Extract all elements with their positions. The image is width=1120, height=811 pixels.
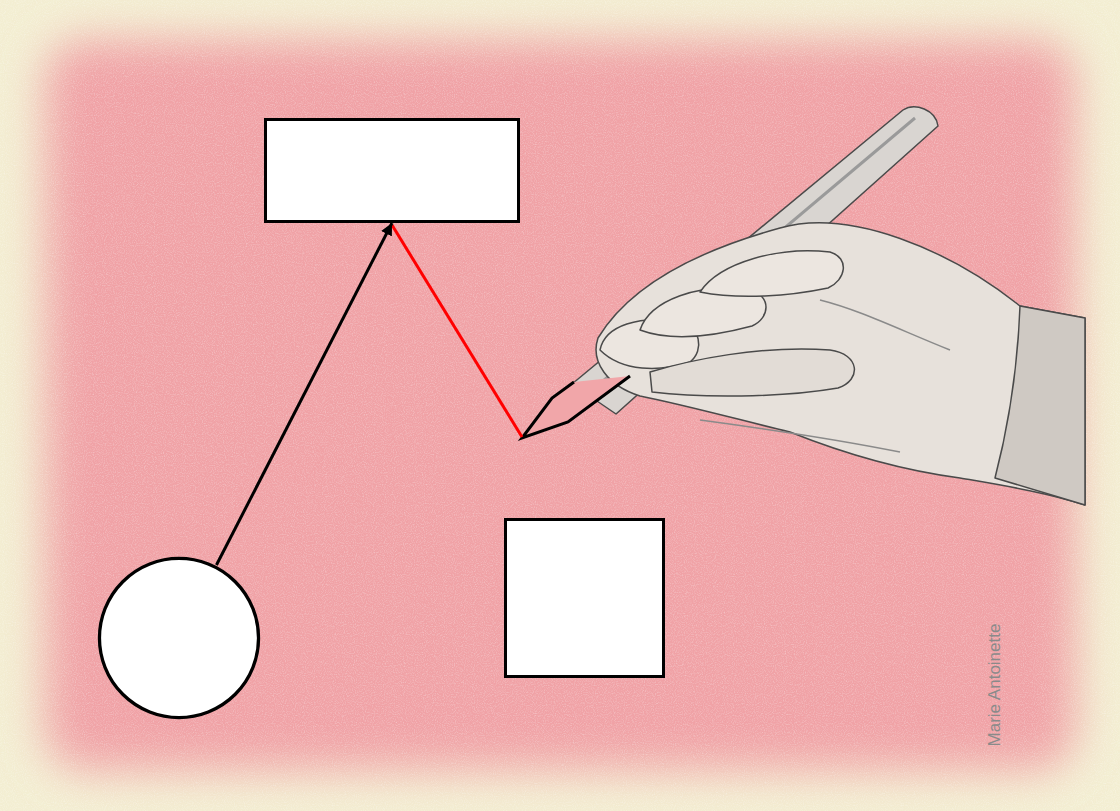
finger bbox=[700, 251, 843, 297]
pen-stroke-line bbox=[392, 225, 522, 437]
hand-shading bbox=[820, 300, 950, 350]
wrist bbox=[995, 306, 1085, 505]
watermark-text: Marie Antoinette bbox=[985, 624, 1004, 747]
thumb bbox=[650, 349, 854, 396]
square-box bbox=[504, 518, 665, 678]
hand-shading bbox=[700, 420, 900, 452]
circle-node bbox=[97, 556, 261, 720]
circle-outline bbox=[97, 556, 261, 720]
hand bbox=[596, 223, 1085, 505]
pen-nib bbox=[522, 376, 630, 438]
watermark: Marie Antoinette bbox=[985, 624, 1005, 747]
circle-shape bbox=[99, 558, 258, 717]
arrow-connector bbox=[216, 223, 392, 565]
rectangle-box bbox=[264, 118, 520, 223]
